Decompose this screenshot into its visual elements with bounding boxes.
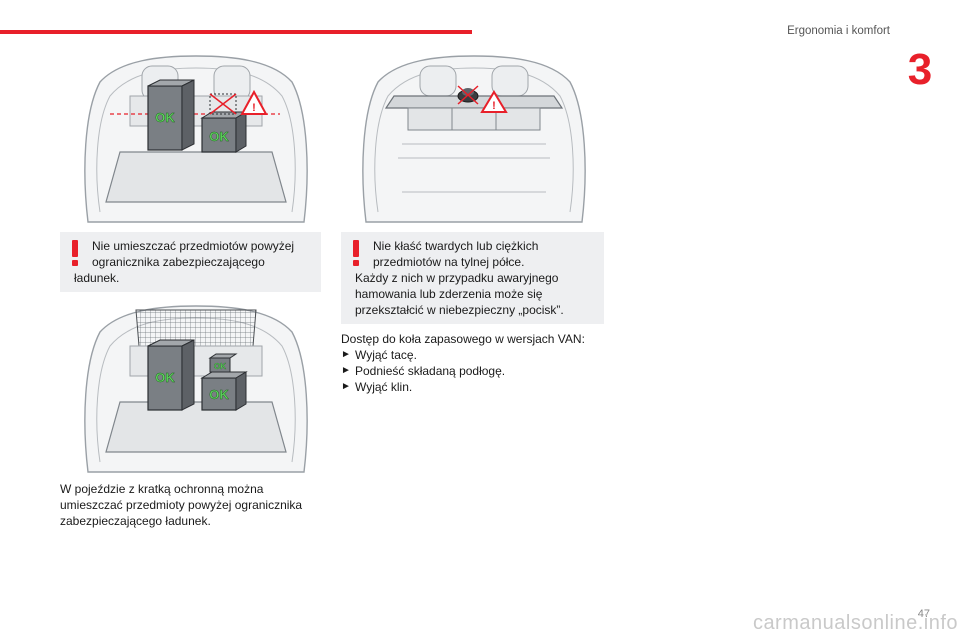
page-number: 47 bbox=[917, 608, 930, 620]
header-accent-bar bbox=[0, 30, 472, 34]
net-paragraph: W pojeździe z kratką ochronną można umie… bbox=[60, 482, 303, 528]
watermark: carmanualsonline.info bbox=[752, 612, 958, 634]
ok-badge: OK bbox=[155, 370, 175, 385]
arrow-icon: ► bbox=[341, 381, 351, 392]
svg-text:!: ! bbox=[252, 102, 256, 114]
warning-text: Nie umieszczać przedmiotów powyżej ogran… bbox=[92, 239, 295, 269]
section-title: Ergonomia i komfort bbox=[787, 25, 890, 37]
spare-wheel-steps: ►Wyjąć tacę. ►Podnieść składaną podłogę.… bbox=[341, 347, 601, 395]
ok-badge: OK bbox=[209, 387, 229, 402]
warning-text: Nie kłaść twardych lub ciężkich przedmio… bbox=[373, 239, 539, 269]
rear-shelf-illustration: ! bbox=[358, 52, 590, 228]
ok-badge: OK bbox=[214, 362, 226, 371]
warning-text-continued: Każdy z nich w przypadku awaryjnego hamo… bbox=[355, 271, 564, 317]
exclamation-icon bbox=[353, 240, 359, 266]
exclamation-icon bbox=[72, 240, 78, 266]
list-item: ►Wyjąć tacę. bbox=[341, 348, 417, 362]
cargo-net-illustration: OK OK OK bbox=[80, 302, 312, 478]
chapter-number: 3 bbox=[907, 45, 933, 94]
warning-box-rear-shelf: Nie kłaść twardych lub ciężkich przedmio… bbox=[341, 232, 604, 324]
ok-badge: OK bbox=[209, 129, 229, 144]
spare-wheel-intro: Dostęp do koła zapasowego w wersjach VAN… bbox=[341, 332, 585, 346]
arrow-icon: ► bbox=[341, 349, 351, 360]
svg-text:!: ! bbox=[492, 100, 496, 112]
arrow-icon: ► bbox=[341, 365, 351, 376]
list-item: ►Wyjąć klin. bbox=[341, 380, 413, 394]
warning-text-continued: ładunek. bbox=[74, 271, 120, 285]
cargo-stack-illustration: ! OK OK bbox=[80, 52, 312, 228]
ok-badge: OK bbox=[155, 110, 175, 125]
list-item: ►Podnieść składaną podłogę. bbox=[341, 364, 506, 378]
warning-box-load-limit: Nie umieszczać przedmiotów powyżej ogran… bbox=[60, 232, 321, 292]
